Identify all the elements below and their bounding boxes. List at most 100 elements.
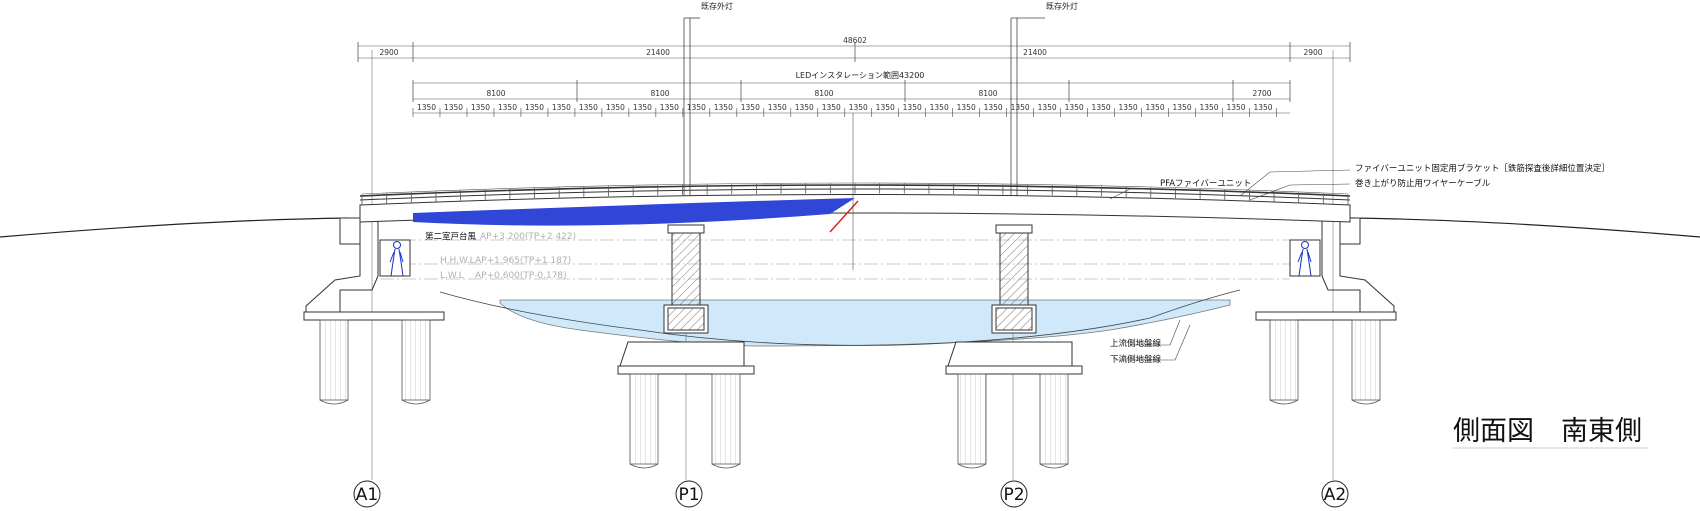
dim-row3-b: 8100 <box>650 89 669 98</box>
axis-marker-p1: P1 <box>675 480 703 508</box>
pile <box>1269 319 1299 401</box>
note-leaders <box>1109 169 1351 361</box>
person-figure-right <box>1297 241 1312 277</box>
dim-unit-label: 1350 <box>1092 103 1111 112</box>
dim-unit-label: 1350 <box>822 103 841 112</box>
pile-tip <box>711 463 741 469</box>
abutment-a1 <box>303 217 445 321</box>
dim-unit-label: 1350 <box>633 103 652 112</box>
pile-tip <box>1039 463 1069 469</box>
cut-line <box>829 200 859 233</box>
dim-row1-c: 21400 <box>1023 48 1047 57</box>
axis-label-a2: A2 <box>1324 485 1346 505</box>
dim-unit-label: 1350 <box>579 103 598 112</box>
pile-tip <box>957 463 987 469</box>
dim-unit-label: 1350 <box>1146 103 1165 112</box>
ground-line-left <box>0 217 349 238</box>
axis-marker-a1: A1 <box>353 480 381 508</box>
dim-row3-e: 2700 <box>1252 89 1271 98</box>
water-level-lines <box>380 239 1290 280</box>
dim-row1-d: 2900 <box>1303 48 1322 57</box>
dim-unit-label: 1350 <box>1038 103 1057 112</box>
lamp-label-1: 既存外灯 <box>701 1 733 11</box>
lamp-post-1 <box>683 17 700 198</box>
axis-label-p1: P1 <box>678 485 699 505</box>
dim-unit-label: 1350 <box>768 103 787 112</box>
dim-unit-label: 1350 <box>1253 103 1272 112</box>
dim-unit-label: 1350 <box>1119 103 1138 112</box>
dim-unit-label: 1350 <box>849 103 868 112</box>
dim-unit-labels: 1350 1350 1350 1350 1350 1350 1350 1350 1350 1350… <box>412 103 1277 117</box>
pile-tip <box>401 399 431 405</box>
lamp-post-2 <box>1010 17 1045 198</box>
dim-row1-b: 21400 <box>646 48 670 57</box>
drawing-title: 側面図 南東側 <box>1453 416 1642 447</box>
dim-unit-label: 1350 <box>741 103 760 112</box>
railing-posts <box>361 183 1349 205</box>
upstream-ground-line <box>439 289 1241 346</box>
pile-tip <box>629 463 659 469</box>
railing-top <box>361 182 1349 195</box>
dim-unit-label: 1350 <box>687 103 706 112</box>
dim-unit-label: 1350 <box>444 103 463 112</box>
dim-unit-label: 1350 <box>1226 103 1245 112</box>
dim-row3-c: 8100 <box>814 89 833 98</box>
axis-label-a1: A1 <box>356 485 378 505</box>
dim-unit-label: 1350 <box>471 103 490 112</box>
dim-unit-label: 1350 <box>876 103 895 112</box>
dim-unit-label: 1350 <box>1199 103 1218 112</box>
dim-unit-label: 1350 <box>1065 103 1084 112</box>
dim-unit-label: 1350 <box>417 103 436 112</box>
dim-unit-label: 1350 <box>660 103 679 112</box>
note-downstream: 下流側地盤線 <box>1110 354 1162 365</box>
pile-tip <box>1351 399 1381 405</box>
dim-unit-label: 1350 <box>1011 103 1030 112</box>
pier-p1 <box>617 224 755 375</box>
dimension-lines <box>358 45 1350 114</box>
axis-marker-a2: A2 <box>1321 480 1349 508</box>
person-figure-left <box>389 241 404 277</box>
dim-unit-label: 1350 <box>984 103 1003 112</box>
pile-tip <box>1269 399 1299 405</box>
note-wire: 巻き上がり防止用ワイヤーケーブル <box>1355 178 1491 189</box>
pile <box>711 373 741 465</box>
dim-unit-label: 1350 <box>795 103 814 112</box>
wl-typhoon-value: AP+3.200(TP+2.422) <box>480 232 576 242</box>
wl-hhwl-value: AP+1.965(TP+1.187) <box>475 256 571 266</box>
dim-row3-a: 8100 <box>486 89 505 98</box>
led-range-label: LEDインスタレーション範囲43200 <box>796 70 925 80</box>
lamp-label-2: 既存外灯 <box>1046 1 1078 11</box>
led-installation-band <box>413 198 855 226</box>
dim-unit-label: 1350 <box>606 103 625 112</box>
note-bracket: ファイバーユニット固定用ブラケット［鉄筋探査後詳細位置決定］ <box>1355 163 1610 174</box>
pile-tip <box>319 399 349 405</box>
pile <box>957 373 987 465</box>
ground-line-right <box>1349 217 1700 238</box>
dim-unit-label: 1350 <box>1173 103 1192 112</box>
abutment-a2 <box>1255 217 1397 321</box>
dimension-ticks <box>357 42 1351 102</box>
wl-lwl: L.W.L <box>440 271 464 281</box>
wl-hhwl: H.H.W.L <box>440 256 475 266</box>
dim-unit-label: 1350 <box>957 103 976 112</box>
dim-unit-label: 1350 <box>498 103 517 112</box>
dim-overall: 48602 <box>843 36 867 45</box>
note-upstream: 上流側地盤線 <box>1110 338 1162 349</box>
axis-marker-p2: P2 <box>1000 480 1028 508</box>
pile <box>1039 373 1069 465</box>
dim-unit-label: 1350 <box>525 103 544 112</box>
wl-lwl-value: AP+0.600(TP-0.178) <box>475 271 567 281</box>
pier-p2 <box>945 224 1083 375</box>
dim-row3-d: 8100 <box>978 89 997 98</box>
pile <box>1351 319 1381 401</box>
dim-unit-label: 1350 <box>714 103 733 112</box>
dim-unit-label: 1350 <box>930 103 949 112</box>
pile <box>319 319 349 401</box>
piles <box>319 319 1381 469</box>
note-fiber-unit: PFAファイバーユニット <box>1160 179 1251 189</box>
wl-typhoon: 第二室戸台風 <box>425 231 477 242</box>
dim-row1-a: 2900 <box>379 48 398 57</box>
pile <box>401 319 431 401</box>
dim-unit-label: 1350 <box>552 103 571 112</box>
